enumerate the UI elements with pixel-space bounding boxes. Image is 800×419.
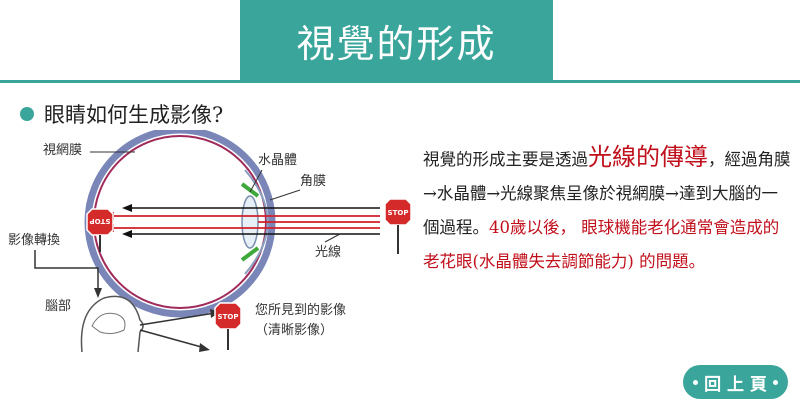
explanation-part2: ，經過角膜→水晶體→光線聚焦呈像於視網膜→達到大腦的一個過程。 <box>423 150 791 237</box>
flow-arrow-down-head <box>94 288 102 298</box>
leader-light <box>324 233 341 243</box>
section-heading: 眼睛如何生成影像? <box>20 100 223 128</box>
label-light: 光線 <box>315 244 341 260</box>
ciliary-lower <box>240 246 260 262</box>
stop-sign-perceived: STOP <box>214 302 242 350</box>
dot-icon <box>772 379 778 385</box>
perceive-arrow-2 <box>139 329 206 349</box>
ray-black-top-arrow <box>122 204 132 212</box>
label-image-transfer: 影像轉換 <box>8 233 60 248</box>
ray-black-bottom-arrow <box>122 230 132 238</box>
label-cornea: 角膜 <box>300 174 326 189</box>
back-button-label: 回 上 頁 <box>704 374 767 395</box>
label-brain: 腦部 <box>45 299 71 314</box>
dot-icon <box>693 379 699 385</box>
lens-shape <box>241 195 259 249</box>
brain-head-icon <box>80 295 144 353</box>
label-perceived-line1: 您所見到的影像 <box>255 302 346 318</box>
stop-sign-perceived-text: STOP <box>218 313 239 321</box>
stop-sign-object-text: STOP <box>388 209 409 217</box>
explanation-part1: 視覺的形成主要是透過 <box>423 150 588 169</box>
stop-sign-inverted: STOP <box>86 208 114 252</box>
leader-lens <box>249 169 263 193</box>
explanation-highlight: 光線的傳導 <box>588 143 708 171</box>
eye-diagram: STOP STOP 視網膜 水晶體 角膜 光線 影像轉換 腦部 STOP 您所見… <box>8 130 412 353</box>
label-perceived-line2: （清晰影像） <box>255 323 333 338</box>
back-button[interactable]: 回 上 頁 <box>683 365 788 399</box>
leader-cornea <box>269 189 301 201</box>
explanation-red-part: 40歲以後， 眼球機能老化通常會造成的老花眼(水晶體失去調節能力) 的問題。 <box>423 218 780 271</box>
stop-sign-object: STOP <box>384 198 412 254</box>
title-divider <box>0 80 800 83</box>
ciliary-upper <box>240 182 260 198</box>
explanation-text: 視覺的形成主要是透過光線的傳導，經過角膜→水晶體→光線聚焦呈像於視網膜→達到大腦… <box>423 140 793 279</box>
bullet-icon <box>20 107 34 121</box>
label-lens: 水晶體 <box>258 153 297 168</box>
eyeball-inner <box>93 135 267 309</box>
label-retina: 視網膜 <box>43 143 82 158</box>
section-heading-text: 眼睛如何生成影像? <box>44 103 224 127</box>
stop-sign-inverted-text: STOP <box>90 217 111 225</box>
perceive-arrow-1 <box>139 312 216 326</box>
flow-arrow-down <box>34 250 99 290</box>
page-title: 視覺的形成 <box>240 0 553 80</box>
